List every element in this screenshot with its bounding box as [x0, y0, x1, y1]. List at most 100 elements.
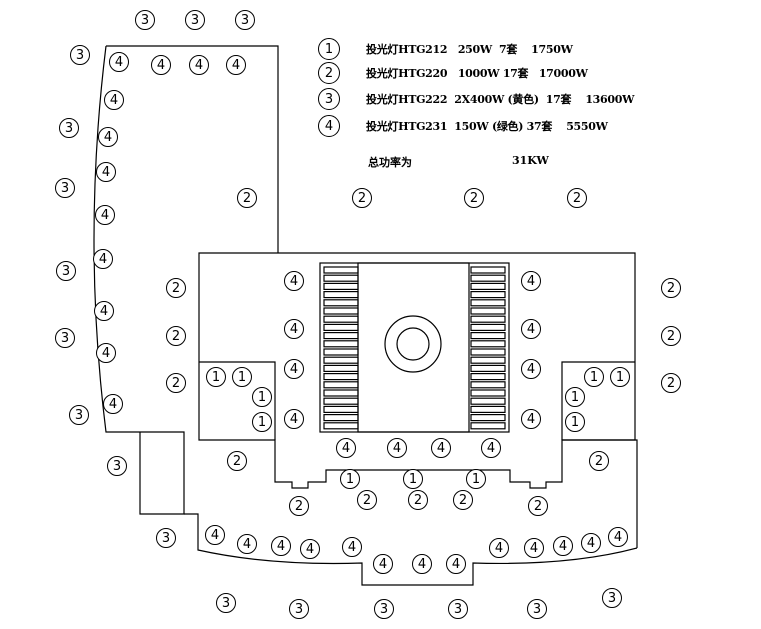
- svg-text:3: 3: [113, 459, 121, 474]
- left-room-outline: [199, 361, 276, 440]
- legend-text: 投光灯HTG220 1000W 17套 17000W: [366, 67, 588, 80]
- fixture-symbol-icon: 2: [318, 62, 340, 84]
- bleacher-row: [470, 323, 506, 331]
- floodlight-1-icon: 1: [610, 367, 630, 387]
- bleacher-row: [470, 340, 506, 348]
- svg-text:1: 1: [616, 370, 624, 385]
- svg-text:3: 3: [76, 48, 84, 63]
- svg-text:1: 1: [346, 472, 354, 487]
- floodlight-4-icon: 4: [489, 538, 509, 558]
- bleacher-row: [323, 282, 359, 290]
- bleacher-row: [470, 405, 506, 413]
- floodlight-4-icon: 4: [103, 394, 123, 414]
- bottom-stand-outline: [184, 513, 638, 586]
- floodlight-1-icon: 1: [565, 412, 585, 432]
- floodlight-2-icon: 2: [166, 278, 186, 298]
- svg-text:2: 2: [667, 281, 675, 296]
- svg-text:4: 4: [495, 541, 503, 556]
- svg-text:4: 4: [379, 557, 387, 572]
- bleacher-row: [470, 332, 506, 340]
- svg-text:4: 4: [527, 362, 535, 377]
- svg-text:4: 4: [614, 530, 622, 545]
- svg-text:4: 4: [290, 274, 298, 289]
- svg-text:4: 4: [342, 441, 350, 456]
- svg-text:3: 3: [380, 602, 388, 617]
- floodlight-4-icon: 4: [284, 319, 304, 339]
- fixture-symbol-icon: 1: [318, 38, 340, 60]
- floodlight-2-icon: 2: [357, 490, 377, 510]
- floodlight-2-icon: 2: [589, 451, 609, 471]
- bleacher-row: [323, 315, 359, 323]
- svg-text:3: 3: [62, 264, 70, 279]
- legend-text: 投光灯HTG231 150W (绿色) 37套 5550W: [366, 120, 608, 133]
- svg-text:3: 3: [191, 13, 199, 28]
- floodlight-3-icon: 3: [55, 178, 75, 198]
- floodlight-4-icon: 4: [104, 90, 124, 110]
- floodlight-4-icon: 4: [94, 301, 114, 321]
- floodlight-4-icon: 4: [300, 539, 320, 559]
- floodlight-3-icon: 3: [602, 588, 622, 608]
- svg-text:4: 4: [243, 537, 251, 552]
- bleacher-row: [323, 348, 359, 356]
- floodlight-4-icon: 4: [446, 554, 466, 574]
- floodlight-4-icon: 4: [96, 162, 116, 182]
- svg-text:4: 4: [290, 362, 298, 377]
- floodlight-4-icon: 4: [387, 438, 407, 458]
- svg-text:4: 4: [306, 542, 314, 557]
- svg-text:2: 2: [358, 191, 366, 206]
- floodlight-2-icon: 2: [464, 188, 484, 208]
- total-power-label: 总功率为: [368, 156, 412, 169]
- svg-text:1: 1: [258, 390, 266, 405]
- svg-text:4: 4: [109, 397, 117, 412]
- legend-row: 3 投光灯HTG222 2X400W (黄色) 17套 13600W: [318, 88, 634, 110]
- svg-text:3: 3: [222, 596, 230, 611]
- floodlight-4-icon: 4: [95, 205, 115, 225]
- svg-text:4: 4: [101, 208, 109, 223]
- total-power-value: 31KW: [512, 154, 549, 167]
- bleacher-row: [323, 405, 359, 413]
- floodlight-4-icon: 4: [237, 534, 257, 554]
- svg-text:3: 3: [241, 13, 249, 28]
- svg-text:3: 3: [533, 602, 541, 617]
- svg-text:3: 3: [608, 591, 616, 606]
- bleacher-row: [323, 397, 359, 405]
- bleacher-row: [323, 266, 359, 274]
- svg-text:4: 4: [487, 441, 495, 456]
- floodlight-1-icon: 1: [565, 387, 585, 407]
- floodlight-3-icon: 3: [55, 328, 75, 348]
- floodlight-3-icon: 3: [374, 599, 394, 619]
- floodlight-4-icon: 4: [271, 536, 291, 556]
- floodlight-4-icon: 4: [342, 537, 362, 557]
- floodlight-2-icon: 2: [289, 496, 309, 516]
- svg-text:4: 4: [527, 412, 535, 427]
- svg-text:4: 4: [527, 274, 535, 289]
- svg-text:2: 2: [573, 191, 581, 206]
- floodlight-3-icon: 3: [69, 405, 89, 425]
- svg-text:4: 4: [100, 304, 108, 319]
- field-center: [357, 262, 470, 433]
- floodlight-2-icon: 2: [237, 188, 257, 208]
- floodlight-3-icon: 3: [70, 45, 90, 65]
- bleacher-row: [470, 274, 506, 282]
- svg-text:1: 1: [571, 415, 579, 430]
- bleacher-row: [470, 299, 506, 307]
- floodlight-4-icon: 4: [581, 533, 601, 553]
- bleacher-row: [470, 373, 506, 381]
- floodlight-2-icon: 2: [453, 490, 473, 510]
- svg-text:2: 2: [414, 493, 422, 508]
- legend-row: 1 投光灯HTG212 250W 7套 1750W: [318, 38, 573, 60]
- bleacher-row: [470, 356, 506, 364]
- svg-text:4: 4: [277, 539, 285, 554]
- bleacher-row: [323, 414, 359, 422]
- svg-text:4: 4: [527, 322, 535, 337]
- floodlight-1-icon: 1: [584, 367, 604, 387]
- svg-text:2: 2: [667, 329, 675, 344]
- bleacher-row: [470, 266, 506, 274]
- svg-text:2: 2: [534, 499, 542, 514]
- svg-text:3: 3: [295, 602, 303, 617]
- floodlight-4-icon: 4: [608, 527, 628, 547]
- bleacher-row: [470, 389, 506, 397]
- svg-text:3: 3: [61, 181, 69, 196]
